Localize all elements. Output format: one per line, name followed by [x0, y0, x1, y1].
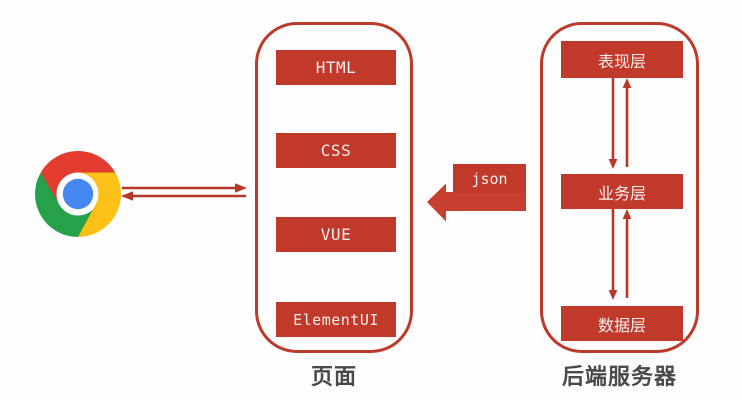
browser-to-page-arrow: [122, 183, 247, 193]
data-layer-box: 数据层: [561, 306, 683, 341]
backend-panel-caption: 后端服务器: [561, 365, 677, 390]
business-layer-box: 业务层: [561, 174, 683, 209]
html-layer-box: HTML: [276, 50, 396, 85]
chrome-blue-center: [62, 178, 94, 210]
elementui-layer-box: ElementUI: [276, 302, 396, 337]
page-panel: HTML CSS VUE ElementUI: [255, 22, 413, 353]
json-label: json: [453, 164, 526, 193]
chrome-icon: [35, 151, 121, 237]
page-to-browser-arrow: [121, 191, 246, 201]
backend-panel: 表现层 业务层 数据层: [540, 22, 699, 353]
chrome-yellow-segment: [76, 171, 121, 237]
page-panel-caption: 页面: [310, 365, 357, 390]
chrome-icon-svg: [35, 151, 121, 237]
presentation-layer-box: 表现层: [561, 41, 683, 78]
chrome-red-segment: [40, 151, 116, 205]
css-layer-box: CSS: [276, 133, 396, 168]
vue-layer-box: VUE: [276, 217, 396, 252]
